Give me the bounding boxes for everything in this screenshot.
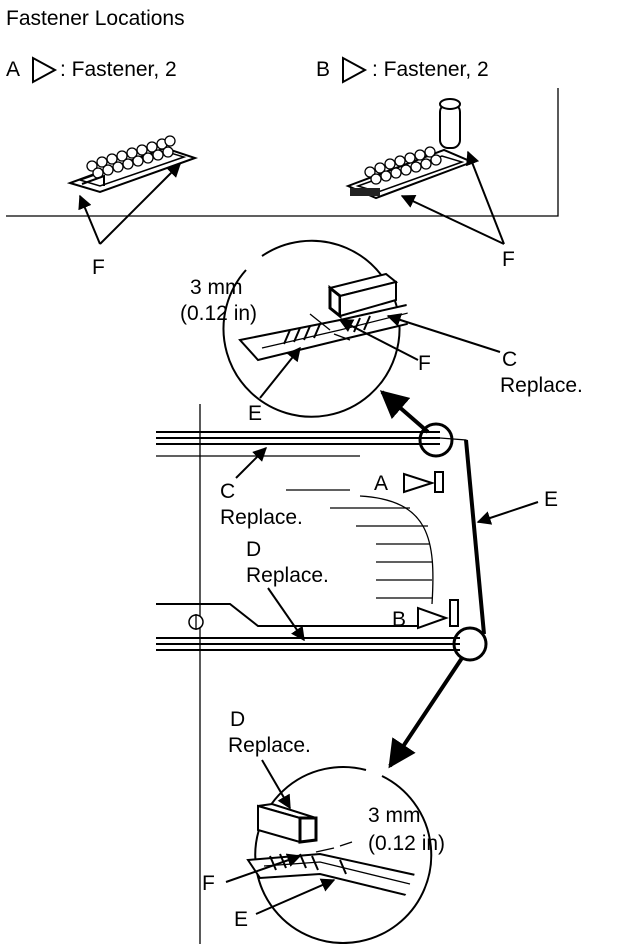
label-d-door: D [246, 538, 261, 561]
leader-d-door [267, 587, 305, 642]
label-d-bottom-replace: Replace. [228, 734, 311, 757]
detail-arrow-top [379, 390, 430, 434]
dim-bottom-mm: 3 mm [368, 804, 421, 827]
label-c-top: C [502, 348, 517, 371]
diagram-title: Fastener Locations [6, 7, 185, 30]
leader-e-door [476, 501, 539, 525]
legend-b-text: : Fastener, 2 [372, 58, 489, 81]
leader-c-top-detail [386, 313, 501, 353]
legend-a-text: : Fastener, 2 [60, 58, 177, 81]
leader-f-bottom [225, 853, 302, 883]
dim-bottom-in: (0.12 in) [368, 832, 445, 855]
label-a-door: A [374, 472, 388, 495]
leader-f-b1 [400, 195, 505, 245]
fastener-a-illustration [66, 135, 199, 194]
fastener-b-illustration [345, 98, 475, 200]
fastener-b-marker [449, 599, 459, 627]
leader-e-bottom [255, 878, 336, 915]
label-c-door: C [220, 480, 235, 503]
legend-b-letter: B [316, 58, 330, 81]
label-f-top-detail: F [418, 352, 431, 375]
marker-a-triangle-icon [403, 472, 436, 494]
leader-f-a1 [78, 194, 101, 245]
label-e-door: E [544, 488, 558, 511]
inset-frame [6, 88, 559, 217]
door-outline [156, 404, 488, 944]
legend-a-triangle-icon [32, 56, 58, 84]
label-d-door-replace: Replace. [246, 564, 329, 587]
label-e-bottom: E [234, 908, 248, 931]
dim-bottom-arrow-2 [339, 841, 353, 847]
dim-bottom-arrow-1 [315, 847, 335, 853]
dim-top-arrow-1 [309, 313, 331, 331]
leader-c-door [235, 447, 267, 479]
leader-f-b2 [466, 150, 505, 245]
leader-f-a2 [99, 163, 181, 245]
detail-arrow-bottom [388, 656, 464, 769]
dim-top-arrow-2 [333, 333, 351, 341]
label-f-top-left: F [92, 256, 105, 279]
label-f-top-right: F [502, 248, 515, 271]
legend-b-triangle-icon [342, 56, 368, 84]
label-b-door: B [392, 608, 406, 631]
dim-top-in: (0.12 in) [180, 302, 257, 325]
label-e-top: E [248, 402, 262, 425]
marker-b-triangle-icon [417, 606, 449, 630]
leader-f-top-detail [338, 319, 419, 361]
leader-e-top-detail [259, 346, 301, 399]
label-c-top-replace: Replace. [500, 374, 583, 397]
label-d-bottom: D [230, 708, 245, 731]
leader-d-bottom [261, 759, 291, 810]
label-f-bottom: F [202, 872, 215, 895]
label-c-door-replace: Replace. [220, 506, 303, 529]
fastener-a-marker [434, 471, 444, 493]
legend-a-letter: A [6, 58, 20, 81]
detail-circle-bottom [246, 766, 433, 944]
dim-top-mm: 3 mm [190, 276, 243, 299]
